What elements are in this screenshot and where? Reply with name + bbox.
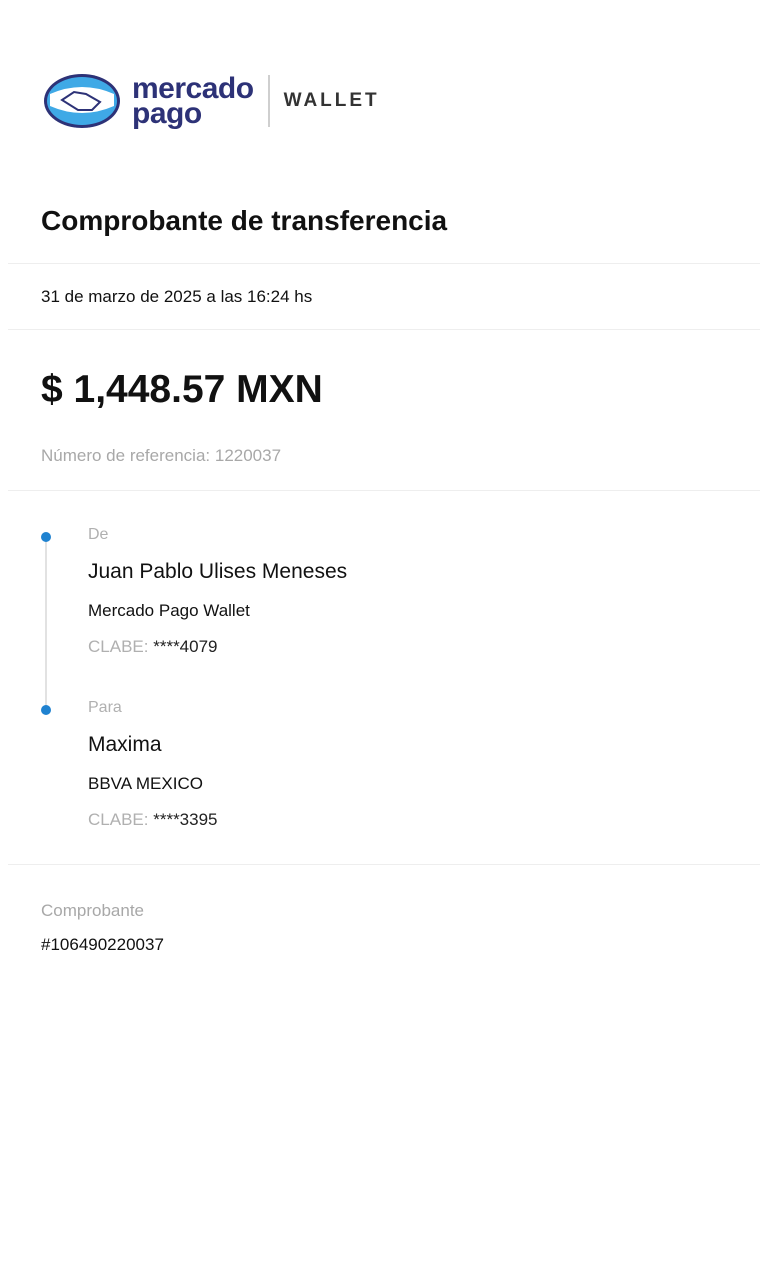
- transfer-date: 31 de marzo de 2025 a las 16:24 hs: [41, 287, 313, 306]
- handshake-logo-icon: [44, 74, 120, 128]
- clabe-value: ****4079: [153, 637, 218, 656]
- transfer-amount: $ 1,448.57 MXN: [41, 368, 323, 411]
- sender-bank: Mercado Pago Wallet: [88, 601, 250, 620]
- divider: [8, 490, 760, 491]
- logo-separator: [267, 75, 270, 127]
- sender-clabe: CLABE: ****4079: [88, 637, 218, 657]
- page-title: Comprobante de transferencia: [41, 205, 448, 236]
- wallet-label: WALLET: [283, 90, 380, 111]
- from-dot-icon: [41, 532, 51, 542]
- recipient-clabe: CLABE: ****3395: [88, 810, 218, 830]
- divider: [8, 329, 760, 330]
- receipt-label: Comprobante: [41, 901, 145, 920]
- to-label: Para: [88, 699, 122, 716]
- divider: [8, 864, 760, 865]
- clabe-label: CLABE:: [88, 637, 149, 656]
- mercado-pago-wallet-logo: mercado pago WALLET: [42, 72, 380, 130]
- divider: [8, 263, 760, 264]
- brand-line2: pago: [132, 97, 202, 130]
- reference-number: Número de referencia: 1220037: [41, 446, 282, 465]
- to-dot-icon: [41, 705, 51, 715]
- receipt-number: #106490220037: [41, 935, 164, 954]
- timeline-line: [45, 540, 47, 710]
- recipient-name: Maxima: [88, 733, 162, 756]
- clabe-value: ****3395: [153, 810, 218, 829]
- brand-line1: mercado: [132, 72, 254, 105]
- from-label: De: [88, 526, 109, 543]
- clabe-label: CLABE:: [88, 810, 149, 829]
- recipient-bank: BBVA MEXICO: [88, 774, 203, 793]
- sender-name: Juan Pablo Ulises Meneses: [88, 560, 348, 583]
